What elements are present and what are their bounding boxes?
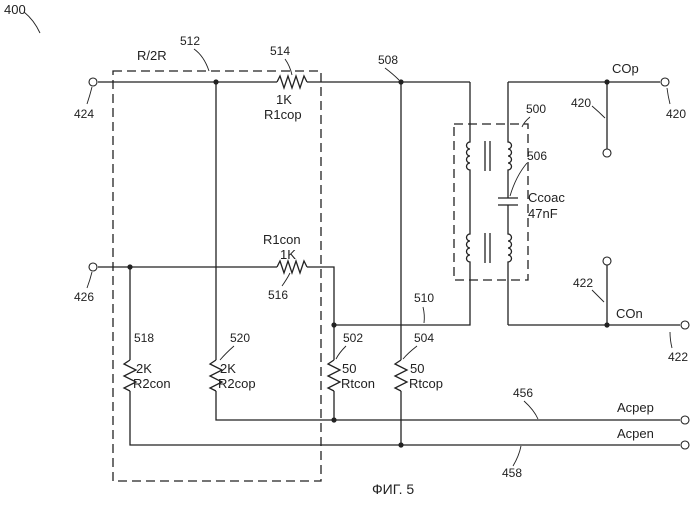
figure-number: 400 [4,2,26,17]
con-name: COn [616,306,643,321]
terminal-424-label: 424 [74,107,94,121]
terminal-420-leader [667,88,670,104]
rtcon-ref: 502 [343,331,363,345]
r2cop-bottom-wire [216,391,334,420]
terminal-422-tap[interactable] [603,257,611,265]
mid-rail-leader [423,307,424,323]
terminal-426[interactable] [89,263,97,271]
acpep-leader [524,401,538,419]
r1con-value: 1K [280,247,296,262]
r2cop-name: R2cop [218,376,256,391]
r1con-leader [282,273,290,286]
resistor-r1cop [277,76,307,88]
rtcop-name: Rtcop [409,376,443,391]
capacitor-ref: 506 [527,149,547,163]
tap-422-leader [592,290,604,302]
figure-number-leader [24,12,40,33]
terminal-422-leader [670,332,672,348]
r2cop-ref: 520 [230,331,250,345]
acpen-leader [513,446,521,466]
r1cop-leader [285,59,292,75]
r1cop-value: 1K [276,92,292,107]
r1cop-name: R1cop [264,107,302,122]
resistor-rtcop [395,360,407,391]
transformer-secondary-coil-top [508,82,512,198]
r2con-value: 2K [136,361,152,376]
capacitor-leader [510,163,527,196]
terminal-426-leader [87,272,92,288]
transformer-secondary-coil-bottom [508,205,512,325]
transformer-ref: 500 [526,102,546,116]
capacitor-value: 47nF [528,206,558,221]
r1con-name: R1con [263,232,301,247]
rtcop-leader [403,346,417,359]
capacitor-name: Ccoac [528,190,565,205]
terminal-422[interactable] [681,321,689,329]
terminal-426-label: 426 [74,290,94,304]
rtcon-value: 50 [342,361,356,376]
figure-caption: ФИГ. 5 [372,481,414,497]
resistor-rtcon [328,360,340,391]
top-rail-leader [385,68,399,80]
tap-420-leader [592,106,605,118]
tap-422-label: 422 [573,276,593,290]
terminal-424[interactable] [89,78,97,86]
terminal-acpep[interactable] [681,416,689,424]
r2con-bottom-wire [130,391,401,445]
transformer-box [454,124,528,280]
rtcon-name: Rtcon [341,376,375,391]
terminal-424-leader [87,87,92,104]
acpep-ref: 456 [513,386,533,400]
r2cop-value: 2K [220,361,236,376]
mid-rail-ref: 510 [414,291,434,305]
acpen-ref: 458 [502,466,522,480]
cop-name: COp [612,61,639,76]
tap-420-label: 420 [571,96,591,110]
acpen-name: Acpen [617,426,654,441]
rtcon-leader [336,346,346,359]
acpep-name: Acpep [617,400,654,415]
r2cop-leader [220,346,234,360]
r2con-name: R2con [133,376,171,391]
terminal-420-label: 420 [666,107,686,121]
resistor-r1con [277,261,307,273]
r1con-ref: 516 [268,288,288,302]
terminal-420[interactable] [661,78,669,86]
mid-rail-wire [334,280,470,325]
r1cop-ref: 514 [270,44,290,58]
network-ref-leader [194,49,209,71]
rtcop-ref: 504 [414,331,434,345]
terminal-420-tap[interactable] [603,149,611,157]
transformer-primary-coil [467,124,470,280]
network-ref-label: 512 [180,34,200,48]
top-rail-ref: 508 [378,53,398,67]
rtcop-value: 50 [410,361,424,376]
transformer-leader [522,117,530,127]
terminal-acpen[interactable] [681,441,689,449]
network-name-label: R/2R [137,48,167,63]
terminal-422-label: 422 [668,350,688,364]
r2con-ref: 518 [134,331,154,345]
